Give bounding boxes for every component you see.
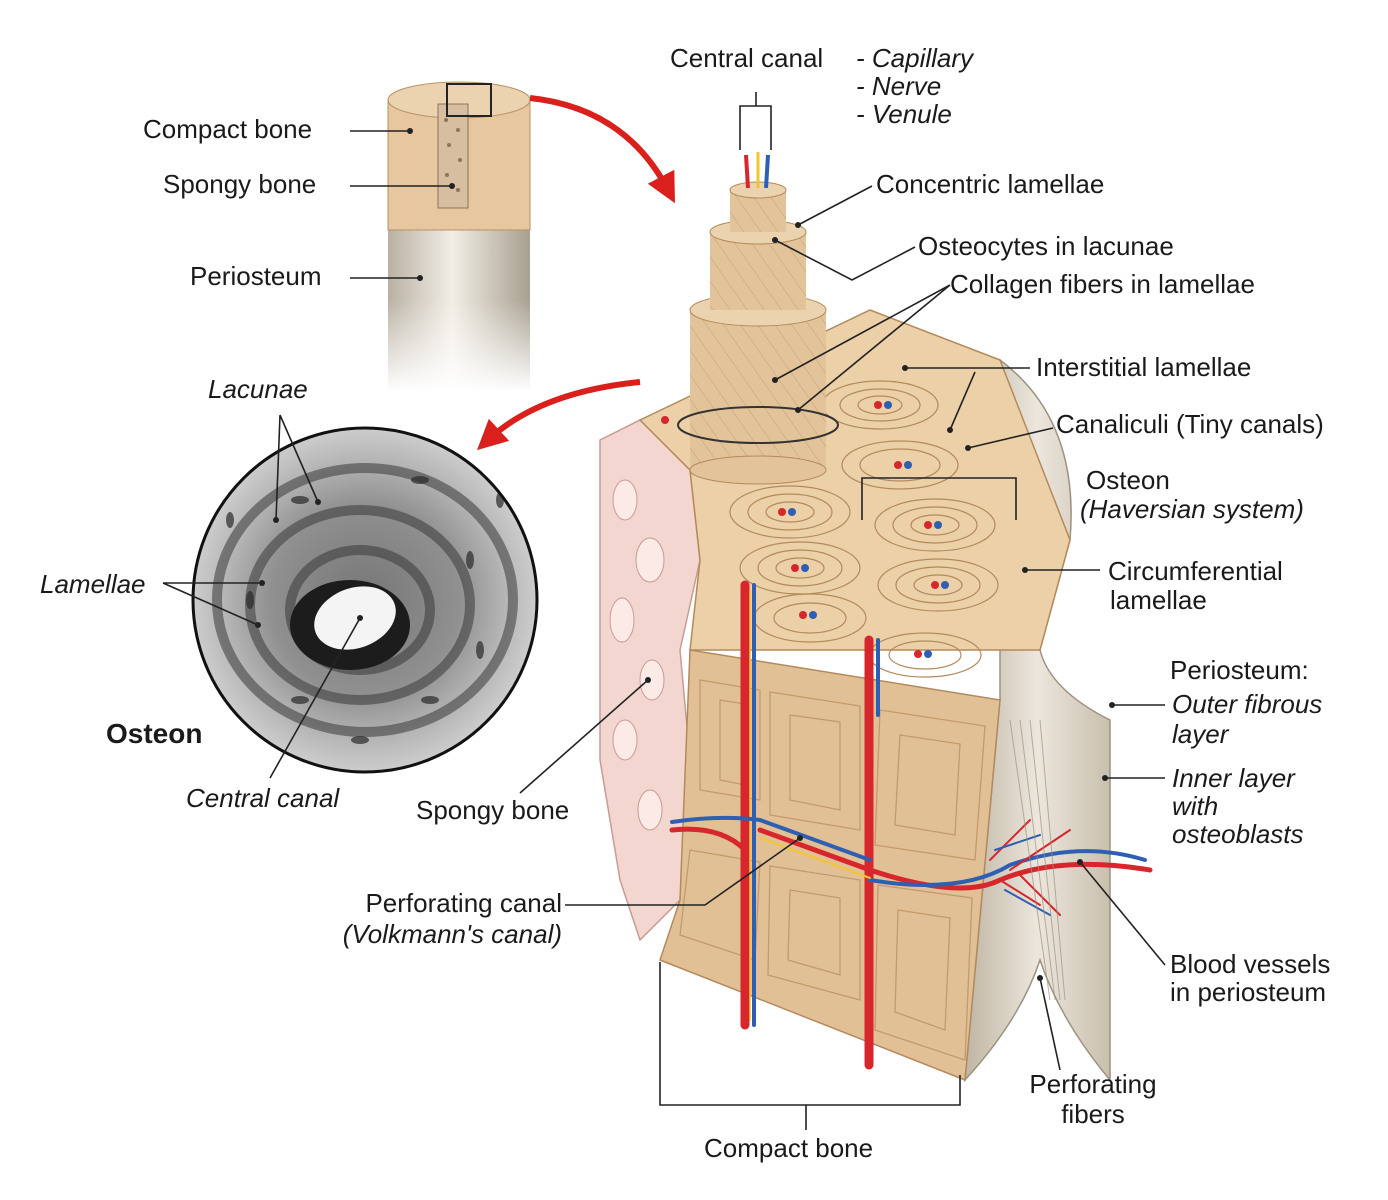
label-circumferential-1: Circumferential (1108, 556, 1283, 586)
label-osteon-title: Osteon (106, 718, 203, 749)
label-osteocytes: Osteocytes in lacunae (918, 231, 1174, 261)
label-venule: - Venule (856, 99, 952, 129)
label-blood-vessels-1: Blood vessels (1170, 949, 1331, 979)
label-compact-bone-bottom: Compact bone (704, 1133, 874, 1163)
label-central-canal-top: Central canal (670, 43, 824, 73)
label-spongy-bone-inset: Spongy bone (163, 169, 317, 199)
label-osteon: Osteon (1086, 465, 1170, 495)
arrow-to-micrograph (476, 379, 641, 451)
arrow-to-osteon (529, 95, 675, 204)
label-outer-fibrous-2: layer (1172, 719, 1229, 749)
label-inner-layer-3: osteoblasts (1172, 819, 1304, 849)
label-canaliculi: Canaliculi (Tiny canals) (1056, 409, 1324, 439)
label-perforating-fibers-2: fibers (1061, 1099, 1125, 1129)
label-blood-vessels-2: in periosteum (1170, 977, 1327, 1007)
label-inner-layer-2: with (1172, 791, 1219, 821)
label-perforating-canal: Perforating canal (365, 888, 562, 918)
label-interstitial: Interstitial lamellae (1036, 352, 1252, 382)
label-volkmann: (Volkmann's canal) (342, 919, 562, 949)
label-periosteum-colon: Periosteum: (1170, 655, 1309, 685)
label-outer-fibrous-1: Outer fibrous (1172, 689, 1323, 719)
osteon-cylinder (677, 152, 839, 485)
label-compact-bone-inset: Compact bone (143, 114, 313, 144)
label-perforating-fibers-1: Perforating (1029, 1069, 1157, 1099)
label-inner-layer-1: Inner layer (1172, 763, 1295, 793)
label-lacunae: Lacunae (208, 374, 308, 404)
label-periosteum-inset: Periosteum (190, 261, 322, 291)
label-spongy-bone-main: Spongy bone (416, 795, 570, 825)
label-haversian: (Haversian system) (1080, 494, 1304, 524)
label-central-canal-micro: Central canal (186, 783, 340, 813)
label-nerve: - Nerve (856, 71, 942, 101)
label-lamellae: Lamellae (40, 569, 146, 599)
label-collagen: Collagen fibers in lamellae (950, 269, 1255, 299)
label-capillary: - Capillary (856, 43, 974, 73)
label-concentric-lamellae: Concentric lamellae (876, 169, 1105, 199)
label-circumferential-2: lamellae (1110, 585, 1207, 615)
leader-lines (162, 92, 1166, 1130)
osteon-micrograph (191, 426, 539, 774)
